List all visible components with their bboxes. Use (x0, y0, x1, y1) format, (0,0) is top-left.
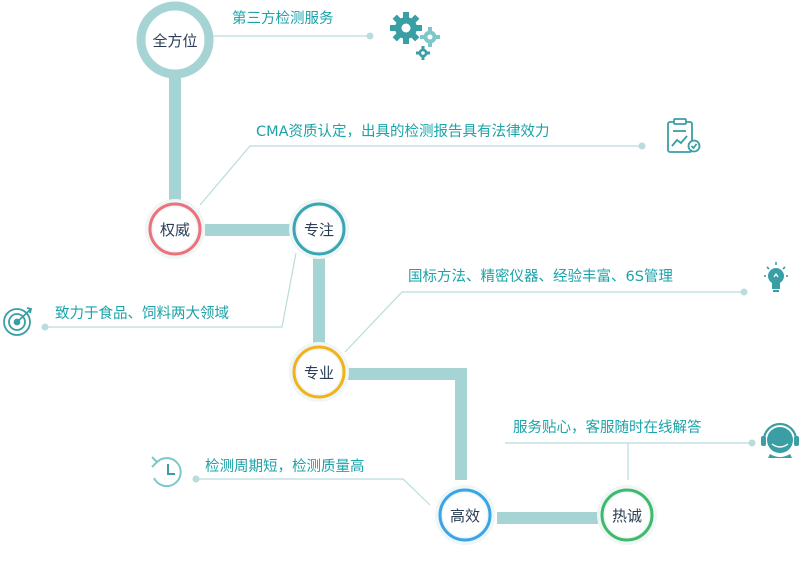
node-label-n1: 全方位 (152, 32, 197, 50)
description-d6: 服务贴心，客服随时在线解答 (513, 420, 702, 436)
lightbulb-icon (764, 262, 788, 292)
connector-n2-n3 (205, 224, 290, 236)
callout-lines (45, 35, 752, 506)
callout-dot-d3 (41, 323, 49, 331)
connector-n1-n2 (169, 70, 181, 220)
connector-n5-n6 (497, 512, 599, 524)
callout-dot-d5 (192, 475, 200, 483)
node-label-n2: 权威 (160, 221, 190, 239)
node-n4: 专业 (289, 342, 349, 402)
description-d4: 国标方法、精密仪器、经验丰富、6S管理 (408, 269, 673, 285)
clock-icon (151, 456, 182, 488)
connector-n4-n5-h (345, 368, 467, 380)
node-label-n5: 高效 (450, 507, 480, 525)
connectors (169, 70, 599, 524)
callout-dots (41, 32, 756, 483)
callout-dot-d1 (366, 32, 374, 40)
node-n5: 高效 (435, 485, 495, 545)
node-label-n3: 专注 (304, 221, 334, 239)
connector-n4-n5-v (455, 368, 467, 480)
callout-line-d2 (199, 145, 642, 206)
description-d1: 第三方检测服务 (232, 11, 334, 27)
node-n3: 专注 (289, 199, 349, 259)
callout-dot-d4 (740, 288, 748, 296)
callout-dot-d6 (748, 439, 756, 447)
node-label-n4: 专业 (304, 364, 334, 382)
callout-line-d3 (45, 252, 297, 328)
node-n2: 权威 (145, 199, 205, 259)
callout-line-d4 (344, 291, 744, 353)
node-label-n6: 热诚 (612, 507, 642, 525)
node-n6: 热诚 (597, 485, 657, 545)
description-d2: CMA资质认定，出具的检测报告具有法律效力 (256, 124, 550, 140)
headset-icon (761, 422, 799, 458)
description-d5: 检测周期短，检测质量高 (205, 459, 365, 475)
gears-icon (390, 12, 440, 60)
callout-line-d6 (505, 442, 752, 480)
target-icon (3, 307, 33, 336)
connector-n3-n4 (313, 255, 325, 345)
callout-dot-d2 (638, 142, 646, 150)
report-icon (667, 118, 701, 153)
node-n1: 全方位 (136, 1, 214, 79)
description-d3: 致力于食品、饲料两大领域 (55, 306, 229, 322)
callout-line-d5 (196, 478, 431, 506)
